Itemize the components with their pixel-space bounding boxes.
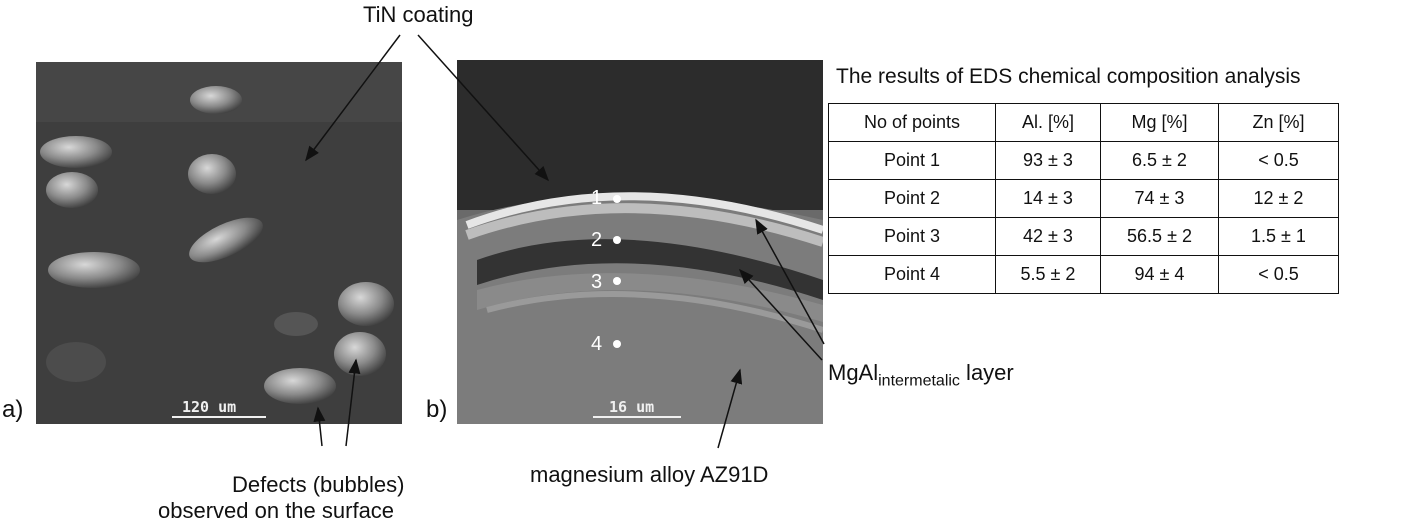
point-marker (613, 340, 621, 348)
bubble-defect (48, 252, 140, 288)
label-mgal-subscript: intermetalic (878, 372, 960, 390)
bubble-defect (334, 332, 386, 376)
table-title: The results of EDS chemical composition … (836, 65, 1301, 88)
cross-section-texture (457, 60, 823, 424)
bubble-defect (338, 282, 394, 326)
arrow-defect-1 (313, 406, 326, 447)
table-header-cell: Al. [%] (995, 103, 1101, 142)
sem-image-surface: 120 um (36, 62, 402, 424)
arrow-tin-to-a (305, 34, 401, 162)
eds-results-table: No of points Al. [%] Mg [%] Zn [%] Point… (828, 103, 1339, 294)
label-substrate: magnesium alloy AZ91D (530, 462, 769, 487)
bubble-defect (40, 136, 112, 168)
point-label: 3 (591, 271, 603, 293)
table-cell: 6.5 ± 2 (1100, 141, 1219, 180)
bubble-defect (190, 86, 242, 114)
table-cell: 93 ± 3 (995, 141, 1101, 180)
bubble-defect (274, 312, 318, 336)
table-row: Point 2 14 ± 3 74 ± 3 12 ± 2 (828, 179, 1339, 218)
arrow-tin-to-b (417, 34, 550, 182)
arrow-mgal-1 (755, 218, 825, 345)
bubble-defect (46, 172, 98, 208)
table-cell: Point 1 (828, 141, 996, 180)
bubble-defect (188, 154, 236, 194)
table-cell: 12 ± 2 (1218, 179, 1339, 218)
scale-bar-label: 120 um (182, 398, 237, 416)
sem-image-cross-section: 1 2 3 4 16 um (457, 60, 823, 424)
label-mgal-layer: MgAlintermetalic layer (828, 362, 1014, 389)
arrow-defect-2 (345, 358, 361, 447)
table-row: Point 3 42 ± 3 56.5 ± 2 1.5 ± 1 (828, 217, 1339, 256)
bubble-defect (264, 368, 336, 404)
point-label: 4 (591, 333, 603, 355)
label-mgal-main: MgAl (828, 360, 879, 385)
table-cell: < 0.5 (1218, 255, 1339, 294)
table-header-cell: Zn [%] (1218, 103, 1339, 142)
table-cell: Point 3 (828, 217, 996, 256)
table-cell: 74 ± 3 (1100, 179, 1219, 218)
point-label: 2 (591, 229, 603, 251)
table-cell: 1.5 ± 1 (1218, 217, 1339, 256)
table-cell: Point 4 (828, 255, 996, 294)
table-header-cell: No of points (828, 103, 996, 142)
table-cell: 56.5 ± 2 (1100, 217, 1219, 256)
panel-label-a: a) (2, 396, 24, 423)
table-cell: 42 ± 3 (995, 217, 1101, 256)
point-marker (613, 277, 621, 285)
table-cell: < 0.5 (1218, 141, 1339, 180)
surface-texture (36, 62, 402, 424)
label-defects-line1: Defects (bubbles) (232, 472, 405, 497)
scale-bar-label: 16 um (609, 398, 655, 416)
scale-bar (593, 416, 681, 418)
point-marker (613, 195, 621, 203)
scale-bar (172, 416, 266, 418)
table-cell: Point 2 (828, 179, 996, 218)
label-mgal-suffix: layer (959, 360, 1014, 385)
table-header-row: No of points Al. [%] Mg [%] Zn [%] (828, 103, 1339, 142)
point-label: 1 (591, 187, 603, 209)
table-cell: 94 ± 4 (1100, 255, 1219, 294)
table-cell: 14 ± 3 (995, 179, 1101, 218)
point-marker (613, 236, 621, 244)
panel-label-b: b) (426, 396, 448, 423)
arrow-substrate (717, 368, 743, 449)
table-row: Point 4 5.5 ± 2 94 ± 4 < 0.5 (828, 255, 1339, 294)
table-row: Point 1 93 ± 3 6.5 ± 2 < 0.5 (828, 141, 1339, 180)
table-cell: 5.5 ± 2 (995, 255, 1101, 294)
label-defects-line2: observed on the surface (158, 498, 395, 523)
table-header-cell: Mg [%] (1100, 103, 1219, 142)
label-tin-coating: TiN coating (363, 2, 474, 27)
arrow-mgal-2 (738, 268, 823, 361)
bubble-defect (46, 342, 106, 382)
bubble-defect (189, 217, 263, 263)
